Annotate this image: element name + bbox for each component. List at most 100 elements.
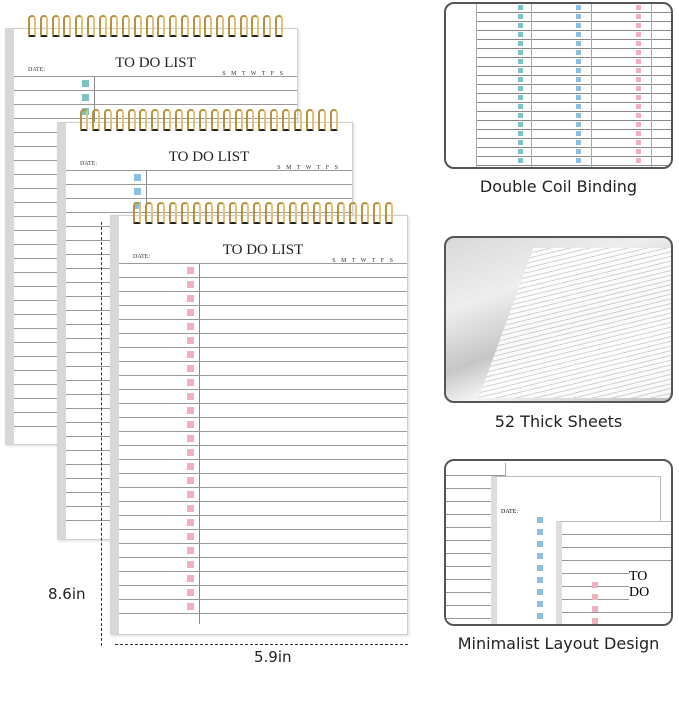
checkbox bbox=[592, 618, 598, 624]
checkbox bbox=[576, 68, 581, 73]
coil-ring bbox=[151, 109, 160, 131]
checkbox bbox=[636, 50, 641, 55]
rule-line bbox=[119, 389, 407, 390]
coil-ring bbox=[28, 15, 36, 37]
checkbox bbox=[636, 113, 641, 118]
date-label: DATE: bbox=[133, 254, 150, 260]
checkbox bbox=[537, 577, 543, 583]
checkbox bbox=[518, 122, 523, 127]
checkbox bbox=[592, 606, 598, 612]
checkbox bbox=[537, 565, 543, 571]
coil-ring bbox=[282, 109, 291, 131]
rule-line bbox=[476, 147, 671, 148]
checkbox bbox=[537, 517, 543, 523]
coil-ring bbox=[145, 202, 153, 224]
rule-line bbox=[119, 291, 407, 292]
coil-ring bbox=[241, 202, 249, 224]
date-label: DATE: bbox=[80, 161, 97, 167]
checkbox bbox=[187, 575, 194, 582]
checkbox bbox=[576, 113, 581, 118]
checkbox bbox=[537, 601, 543, 607]
coil-ring bbox=[239, 15, 248, 37]
inset-date: DATE: bbox=[501, 509, 518, 515]
column-divider bbox=[199, 263, 200, 624]
coil-ring bbox=[157, 15, 166, 37]
checkbox bbox=[576, 5, 581, 10]
width-label: 5.9in bbox=[254, 648, 292, 666]
checkbox bbox=[518, 32, 523, 37]
checkbox bbox=[134, 188, 141, 195]
coil-ring bbox=[329, 109, 338, 131]
checkbox bbox=[576, 41, 581, 46]
coil-ring bbox=[133, 15, 142, 37]
checkbox bbox=[576, 86, 581, 91]
rule-line bbox=[119, 431, 407, 432]
checkbox bbox=[537, 613, 543, 619]
date-label: DATE: bbox=[28, 67, 45, 73]
checkbox bbox=[187, 379, 194, 386]
coil-ring bbox=[175, 109, 184, 131]
checkbox bbox=[518, 77, 523, 82]
checkbox bbox=[518, 23, 523, 28]
checkbox bbox=[636, 14, 641, 19]
checkbox bbox=[187, 477, 194, 484]
coil-ring bbox=[337, 202, 345, 224]
checkbox bbox=[576, 122, 581, 127]
coil-ring bbox=[51, 15, 60, 37]
checkbox bbox=[636, 122, 641, 127]
rule-line bbox=[119, 375, 407, 376]
checkbox bbox=[636, 131, 641, 136]
checkbox bbox=[636, 86, 641, 91]
rule-line bbox=[119, 599, 407, 600]
coil-ring bbox=[373, 202, 381, 224]
coil-ring bbox=[217, 202, 225, 224]
coil-ring bbox=[63, 15, 72, 37]
coil-ring bbox=[115, 109, 124, 131]
spiral-coil bbox=[133, 202, 393, 224]
coil-ring bbox=[274, 15, 283, 37]
checkbox bbox=[518, 95, 523, 100]
coil-ring bbox=[258, 109, 267, 131]
checkbox bbox=[576, 95, 581, 100]
checkbox bbox=[82, 80, 89, 87]
weekday-labels: S M T W T F S bbox=[277, 165, 340, 171]
rule-line bbox=[119, 319, 407, 320]
rule-line bbox=[476, 30, 671, 31]
rule-line bbox=[476, 84, 671, 85]
coil-ring bbox=[205, 202, 213, 224]
coil-ring bbox=[246, 109, 255, 131]
coil-ring bbox=[187, 109, 196, 131]
checkbox bbox=[576, 131, 581, 136]
rule-line bbox=[119, 417, 407, 418]
checkbox bbox=[518, 86, 523, 91]
rule-line bbox=[119, 501, 407, 502]
rule-line bbox=[14, 104, 297, 105]
rule-line bbox=[476, 102, 671, 103]
checkbox bbox=[636, 158, 641, 163]
checkbox bbox=[187, 267, 194, 274]
checkbox bbox=[636, 149, 641, 154]
coil-ring bbox=[204, 15, 213, 37]
coil-ring bbox=[169, 202, 177, 224]
checkbox bbox=[134, 174, 141, 181]
spiral-coil bbox=[28, 15, 283, 37]
checkbox bbox=[187, 589, 194, 596]
checkbox bbox=[592, 582, 598, 588]
coil-ring bbox=[75, 15, 83, 37]
rule-line bbox=[66, 184, 352, 185]
coil-ring bbox=[265, 202, 273, 224]
checkbox bbox=[187, 533, 194, 540]
checkbox bbox=[636, 59, 641, 64]
coil-ring bbox=[263, 15, 271, 37]
checkbox bbox=[576, 149, 581, 154]
rule-line bbox=[119, 263, 407, 264]
rule-line bbox=[476, 75, 671, 76]
coil-ring bbox=[317, 109, 326, 131]
checkbox bbox=[518, 5, 523, 10]
checkbox bbox=[187, 449, 194, 456]
coil-ring bbox=[325, 202, 333, 224]
checkbox bbox=[537, 529, 543, 535]
coil-ring bbox=[139, 109, 148, 131]
coil-ring bbox=[222, 109, 231, 131]
checkbox bbox=[537, 625, 543, 626]
